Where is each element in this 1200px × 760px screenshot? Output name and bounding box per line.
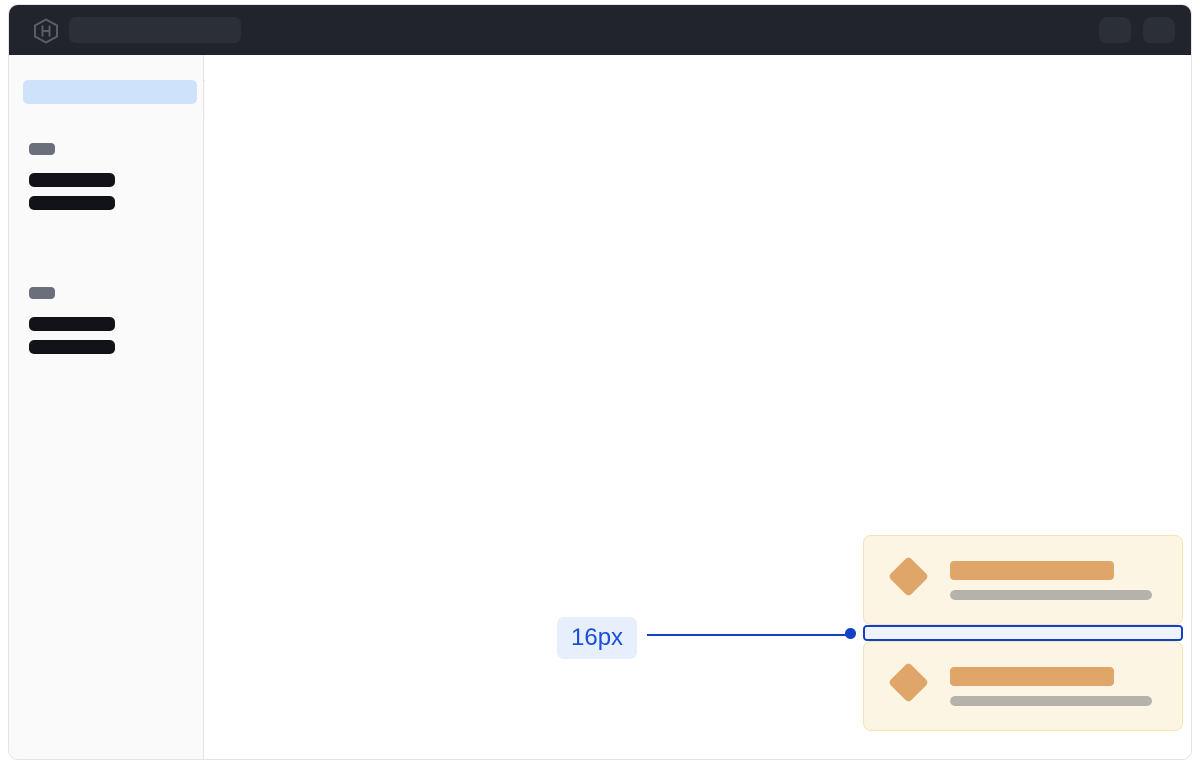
sidebar-item-g1-2[interactable] <box>29 196 115 210</box>
sidebar-item-selected[interactable] <box>23 80 197 104</box>
card-subtitle <box>950 696 1152 706</box>
top-navigation-bar <box>9 5 1191 55</box>
diamond-icon <box>887 555 930 598</box>
sidebar-item-g2-1[interactable] <box>29 317 115 331</box>
card-title <box>950 561 1114 580</box>
card-stack <box>863 535 1183 731</box>
sidebar-item-g2-2[interactable] <box>29 340 115 354</box>
main-canvas: 16px <box>205 55 1191 759</box>
sidebar-group-2-label <box>29 287 55 299</box>
sidebar-group-1-label <box>29 143 55 155</box>
measurement-endpoint-dot <box>845 628 856 639</box>
card-title <box>950 667 1114 686</box>
measurement-leader-line <box>647 634 853 636</box>
sidebar-item-g1-1[interactable] <box>29 173 115 187</box>
sidebar-group-1 <box>29 143 115 210</box>
app-window: 16px <box>8 4 1192 760</box>
search-input[interactable] <box>69 17 241 43</box>
sidebar-group-2 <box>29 287 115 354</box>
spacing-highlight-strip[interactable] <box>863 625 1183 641</box>
measurement-badge: 16px <box>557 617 638 659</box>
hexagon-h-logo-icon[interactable] <box>33 18 59 44</box>
topbar-chip-2[interactable] <box>1143 17 1175 43</box>
topbar-chip-1[interactable] <box>1099 17 1131 43</box>
list-item[interactable] <box>863 641 1183 731</box>
card-subtitle <box>950 590 1152 600</box>
diamond-icon <box>887 661 930 704</box>
list-item[interactable] <box>863 535 1183 625</box>
sidebar <box>9 55 204 759</box>
